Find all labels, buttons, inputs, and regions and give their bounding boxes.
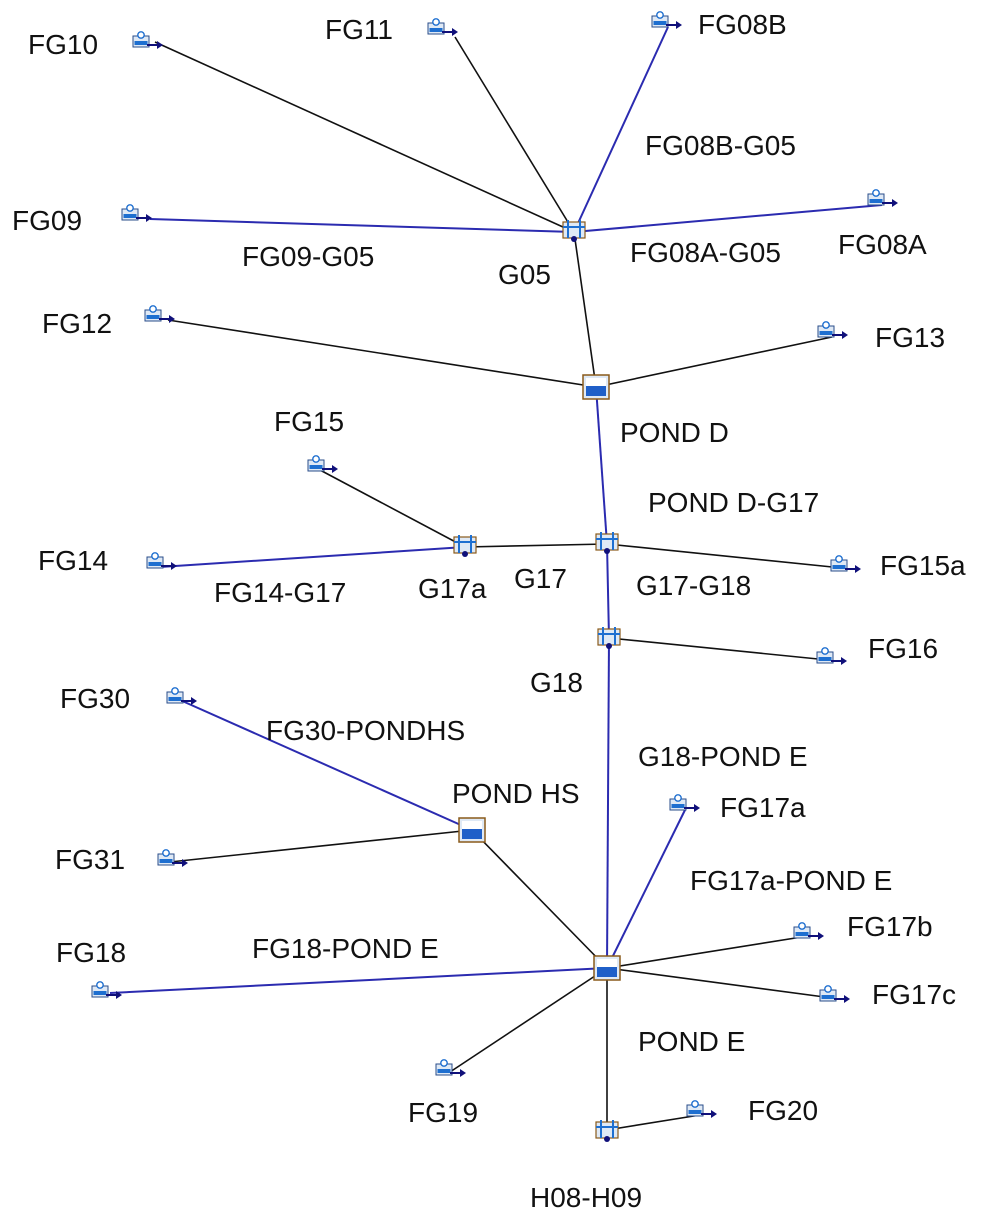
link-fg08a-g05[interactable] [573,204,883,233]
label-fg10: FG10 [28,29,98,60]
link-g17-g18[interactable] [606,543,610,639]
fg17a-subcatchment-icon[interactable] [669,793,701,813]
fg16-subcatchment-icon[interactable] [816,646,848,666]
fg08b-subcatchment-icon[interactable] [651,10,683,31]
label-fg20: FG20 [748,1095,818,1126]
label-pond-d: POND D [620,417,729,448]
label-link-fg08b-g05: FG08B-G05 [645,130,796,161]
link-fg30-pond-hs[interactable] [179,699,473,831]
link-fg12-pond-d[interactable] [167,319,597,388]
g05-junction-icon[interactable] [562,219,586,243]
link-fg20-h08-h09[interactable] [606,1114,701,1131]
subcatchment-icons [91,10,899,1119]
fg09-subcatchment-icon[interactable] [121,203,153,223]
label-fg11: FG11 [325,14,393,45]
fg15-subcatchment-icon[interactable] [307,454,339,474]
label-fg19: FG19 [408,1097,478,1128]
link-fg17c-pond-e[interactable] [606,967,833,999]
fg12-subcatchment-icon[interactable] [144,304,176,324]
pond-labels: POND D POND HS POND E [452,417,745,1057]
fg11-subcatchment-icon[interactable] [427,17,459,37]
link-g05-pond-d[interactable] [573,231,597,388]
link-pond-hs-pond-e[interactable] [471,829,608,969]
label-fg16: FG16 [868,633,938,664]
pond-hs-storage-icon[interactable] [458,817,486,843]
label-g17a: G17a [418,573,487,604]
label-link-fg09-g05: FG09-G05 [242,241,374,272]
subcatchment-labels: FG10 FG11 FG08B FG09 FG08A FG12 FG13 FG1… [12,9,966,1128]
label-fg30: FG30 [60,683,130,714]
label-g17: G17 [514,563,567,594]
label-link-fg08a-g05: FG08A-G05 [630,237,781,268]
fg17b-subcatchment-icon[interactable] [793,921,825,941]
link-g17-fg15a[interactable] [606,543,843,569]
link-fg09-g05[interactable] [149,218,575,233]
pond-d-storage-icon[interactable] [582,374,610,400]
label-fg13: FG13 [875,322,945,353]
fg17c-subcatchment-icon[interactable] [819,984,851,1004]
link-g18-fg16[interactable] [608,637,829,661]
link-g17a-g17[interactable] [464,543,608,548]
junction-labels: G05 G17a G17 G18 H08-H09 [418,259,642,1213]
g17-junction-icon[interactable] [595,531,619,555]
label-link-fg14-g17: FG14-G17 [214,577,346,608]
link-fg11-g05[interactable] [454,36,575,233]
label-fg14: FG14 [38,545,108,576]
label-fg08a: FG08A [838,229,927,260]
link-fg14-g17a[interactable] [159,546,466,568]
fg15a-subcatchment-icon[interactable] [830,554,862,574]
link-fg15-g17a[interactable] [319,469,466,548]
link-fg17b-pond-e[interactable] [606,935,809,969]
link-fg10-g05[interactable] [154,41,575,233]
label-g05: G05 [498,259,551,290]
link-g18-pond-e[interactable] [606,637,610,969]
fg20-subcatchment-icon[interactable] [686,1099,718,1119]
link-fg18-pond-e[interactable] [109,967,608,994]
label-fg15: FG15 [274,406,344,437]
label-link-fg30-pondhs: FG30-PONDHS [266,715,465,746]
label-pond-e: POND E [638,1026,745,1057]
label-pond-hs: POND HS [452,778,580,809]
label-fg09: FG09 [12,205,82,236]
fg14-subcatchment-icon[interactable] [146,551,178,571]
label-link-pond-d-g17: POND D-G17 [648,487,819,518]
label-fg17a: FG17a [720,792,806,823]
link-pond-d-g17[interactable] [595,386,608,545]
label-fg15a: FG15a [880,550,966,581]
label-link-g17-g18: G17-G18 [636,570,751,601]
label-fg17c: FG17c [872,979,956,1010]
link-fg31-pond-hs[interactable] [169,829,473,863]
pond-e-storage-icon[interactable] [593,955,621,981]
label-fg12: FG12 [42,308,112,339]
g17a-junction-icon[interactable] [453,534,477,558]
fg13-subcatchment-icon[interactable] [817,320,849,340]
g18-junction-icon[interactable] [597,626,621,650]
label-h08-h09: H08-H09 [530,1182,642,1213]
link-labels: FG08B-G05 FG09-G05 FG08A-G05 POND D-G17 … [214,130,892,964]
link-fg13-pond-d[interactable] [595,336,833,388]
label-fg08b: FG08B [698,9,787,40]
label-fg17b: FG17b [847,911,933,942]
link-fg08b-g05[interactable] [573,26,669,233]
label-link-g18-pond-e: G18-POND E [638,741,808,772]
link-fg19-pond-e[interactable] [449,967,608,1073]
fg10-subcatchment-icon[interactable] [132,30,164,50]
label-g18: G18 [530,667,583,698]
fg31-subcatchment-icon[interactable] [157,848,189,868]
label-fg18: FG18 [56,937,126,968]
fg19-subcatchment-icon[interactable] [435,1058,467,1078]
label-fg31: FG31 [55,844,125,875]
label-link-fg18-pond-e: FG18-POND E [252,933,439,964]
links-layer [109,26,883,1131]
fg30-subcatchment-icon[interactable] [166,686,198,706]
fg18-subcatchment-icon[interactable] [91,980,123,1000]
label-link-fg17a-pond-e: FG17a-POND E [690,865,892,896]
h08-h09-junction-icon[interactable] [595,1119,619,1143]
link-fg17a-pond-e[interactable] [606,809,686,969]
fg08a-subcatchment-icon[interactable] [867,188,899,208]
